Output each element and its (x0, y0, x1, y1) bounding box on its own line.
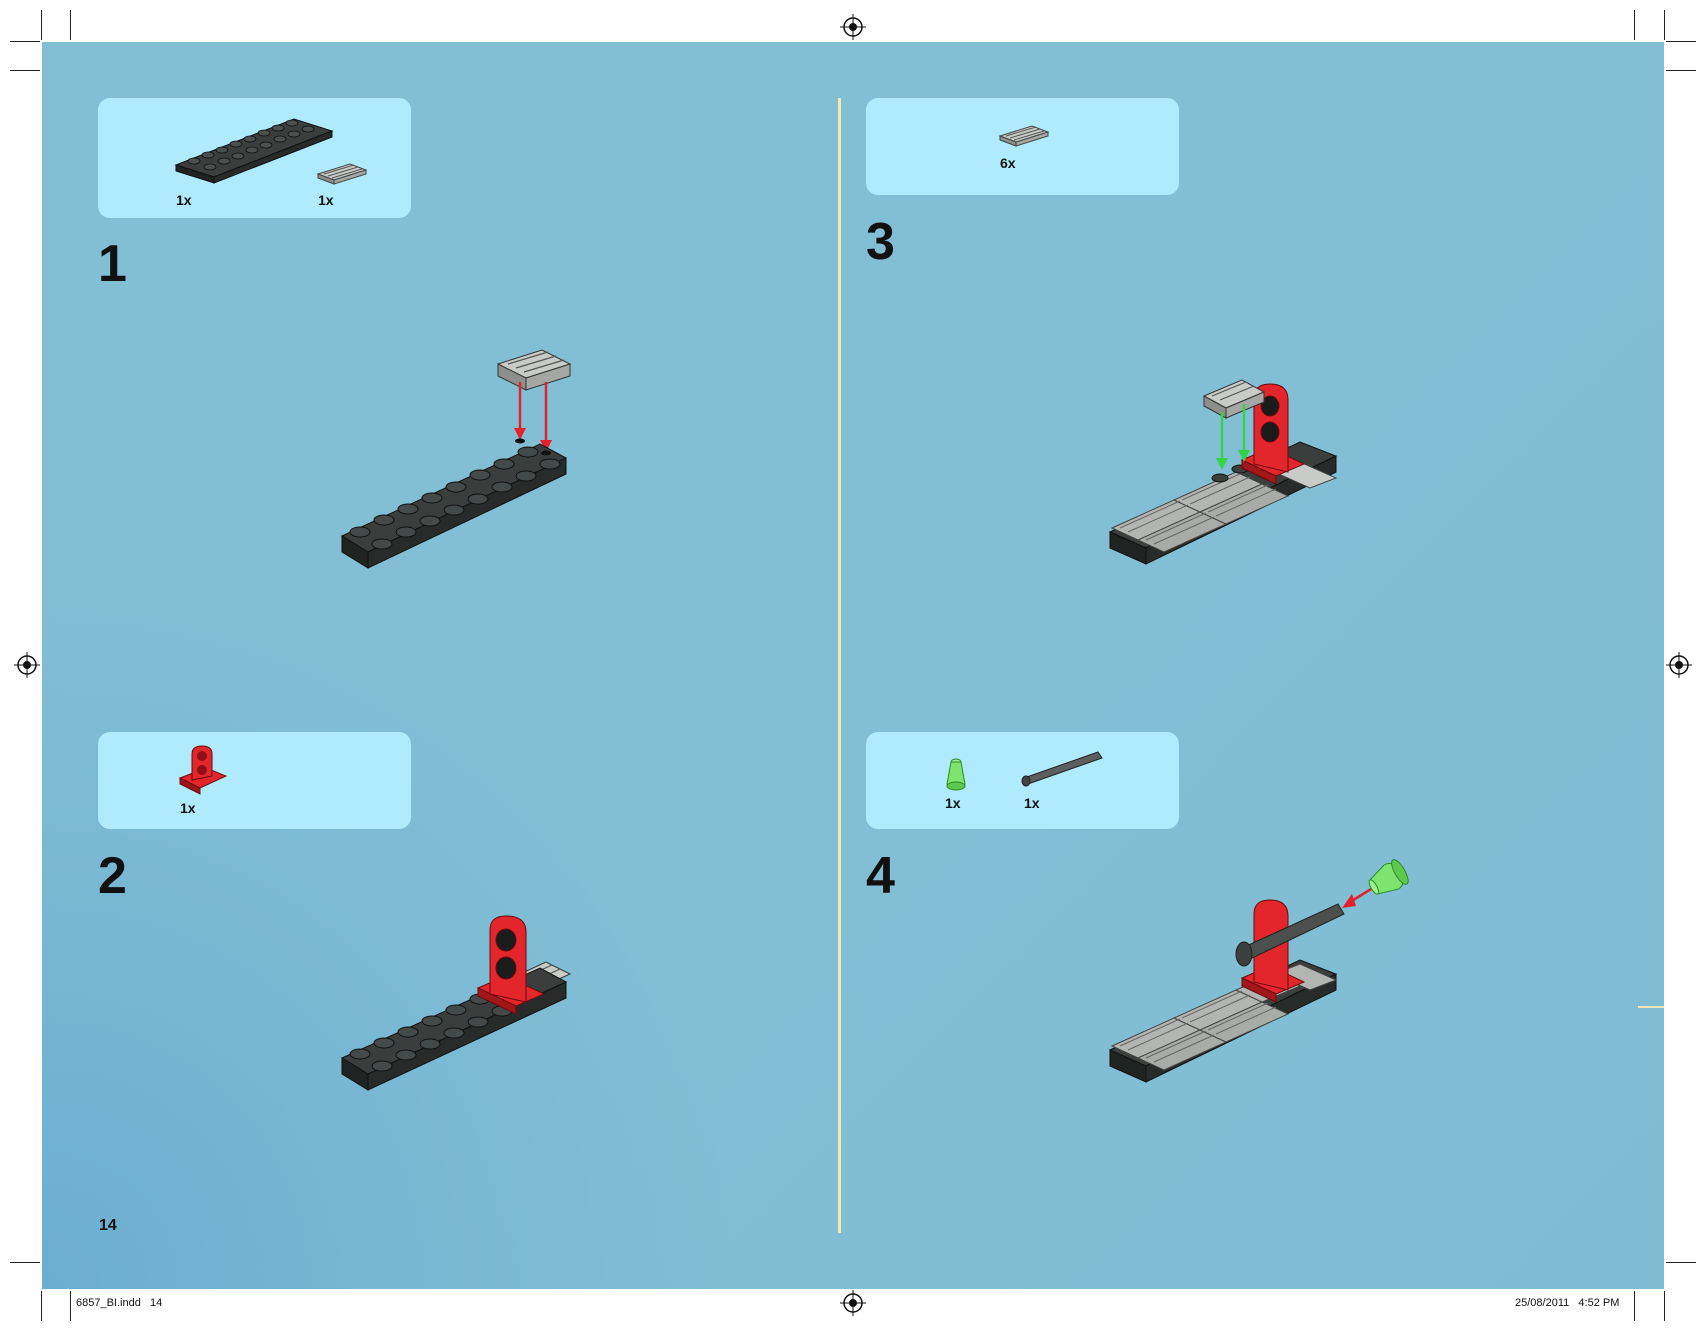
grey-grille-tile-icon (998, 125, 1050, 147)
crop-mark (1664, 10, 1665, 40)
dark-grey-axle-icon (1021, 751, 1103, 787)
crop-mark (10, 1262, 40, 1263)
part-quantity: 1x (176, 192, 192, 208)
step-number: 3 (866, 213, 895, 271)
step-4-assembly-illustration (1108, 859, 1409, 1083)
step-number: 2 (98, 847, 127, 905)
footer-filename: 6857_BI.indd 14 (76, 1297, 163, 1309)
registration-mark-icon (1666, 652, 1692, 678)
parts-callout-step-2 (98, 732, 411, 829)
grey-grille-tile-icon (316, 163, 368, 185)
crop-mark (1664, 1291, 1665, 1321)
part-quantity: 1x (318, 192, 334, 208)
registration-mark-icon (840, 1290, 866, 1316)
footer-date: 25/08/2011 4:52 PM (1515, 1297, 1620, 1309)
page-background (42, 42, 1664, 1289)
side-tick-mark (1638, 1006, 1664, 1008)
step-2-assembly-illustration (340, 915, 572, 1091)
crop-mark (70, 1291, 71, 1321)
registration-mark-icon (840, 14, 866, 40)
part-quantity: 1x (180, 800, 196, 816)
step-3-assembly-illustration (1108, 379, 1338, 565)
step-1-assembly-illustration (340, 349, 572, 569)
crop-mark (70, 10, 71, 40)
crop-mark (41, 10, 42, 40)
crop-mark (1666, 41, 1696, 42)
part-quantity: 1x (945, 795, 961, 811)
registration-mark-icon (14, 652, 40, 678)
step-number: 4 (866, 847, 895, 905)
page-number: 14 (99, 1217, 117, 1234)
crop-mark (1666, 1262, 1696, 1263)
black-plate-icon (174, 118, 334, 184)
crop-mark (1634, 10, 1635, 40)
parts-callout-step-3 (866, 98, 1179, 195)
green-cone-icon (946, 758, 966, 791)
crop-mark (1666, 70, 1696, 71)
step-number: 1 (98, 235, 127, 293)
part-quantity: 6x (1000, 155, 1016, 171)
crop-mark (10, 70, 40, 71)
crop-mark (41, 1291, 42, 1321)
crop-mark (10, 41, 40, 42)
crop-mark (1634, 1291, 1635, 1321)
red-pin-bracket-icon (178, 745, 228, 795)
page-divider (838, 98, 841, 1233)
part-quantity: 1x (1024, 795, 1040, 811)
